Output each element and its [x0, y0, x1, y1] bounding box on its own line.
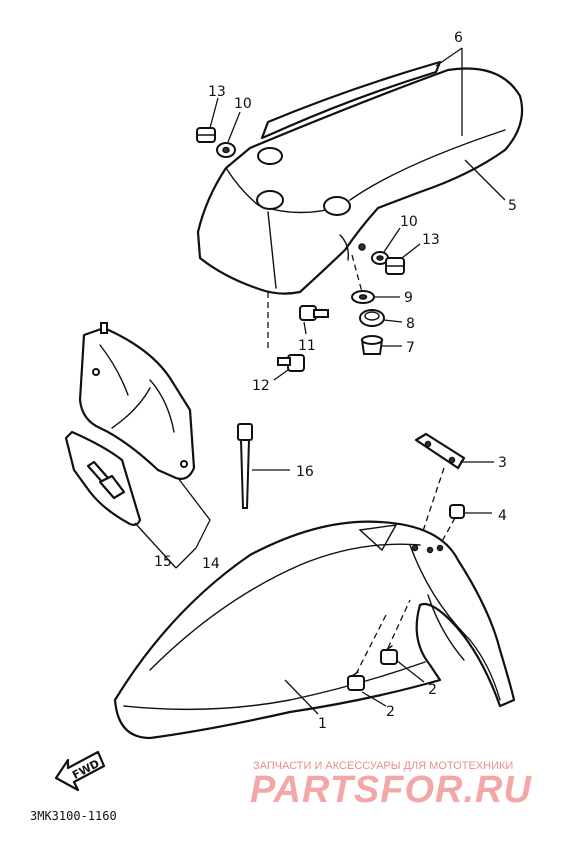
leader-8 — [383, 319, 403, 323]
callout-p6: 6 — [454, 30, 463, 46]
mount-line-2-rear — [387, 599, 411, 649]
callout-p12: 12 — [252, 378, 270, 394]
callout-p7: 7 — [406, 340, 415, 356]
callout-p11: 11 — [298, 338, 316, 354]
callout-p3: 3 — [498, 455, 507, 471]
callout-p2a: 2 — [428, 682, 437, 698]
leader-13-lower — [401, 243, 421, 259]
leader-14 — [177, 477, 211, 549]
callout-p5: 5 — [508, 198, 517, 214]
callout-p10b: 10 — [400, 214, 418, 230]
leader-12 — [273, 369, 289, 381]
fuel-tank-part-5 — [196, 67, 524, 295]
leader-11 — [303, 321, 307, 335]
front-fender-part-1 — [113, 520, 516, 740]
bolt-part-2-front — [347, 671, 365, 691]
callout-p2b: 2 — [386, 704, 395, 720]
leader-5 — [464, 159, 506, 201]
callout-p16: 16 — [296, 464, 314, 480]
leader-2-front — [361, 691, 387, 707]
callout-p13a: 13 — [208, 84, 226, 100]
watermark-tagline: ЗАПЧАСТИ И АКСЕССУАРЫ ДЛЯ МОТОТЕХНИКИ — [253, 760, 513, 772]
cable-tie-part-16 — [237, 423, 253, 509]
forward-arrow-icon: FWD — [54, 750, 106, 792]
leader-1 — [284, 679, 319, 715]
mount-line-2-front — [355, 614, 387, 675]
mount-line-3 — [419, 467, 445, 541]
callout-p13b: 13 — [422, 232, 440, 248]
bolt-part-2-rear — [380, 645, 398, 665]
washer-part-9 — [351, 290, 375, 304]
callout-p9: 9 — [404, 290, 413, 306]
callout-p14: 14 — [202, 556, 220, 572]
diagram-code: 3MK3100-1160 — [30, 809, 117, 823]
collar-part-7 — [360, 335, 384, 355]
bolt-part-11 — [299, 305, 329, 321]
leader-14-join — [175, 547, 197, 569]
mount-line-right — [351, 254, 363, 293]
leader-13-upper — [209, 97, 219, 129]
nut-part-4 — [449, 504, 465, 519]
nut-part-13-upper — [196, 127, 216, 143]
leader-15 — [134, 522, 177, 569]
bracket-part-3 — [414, 432, 466, 470]
washer-part-10-upper — [216, 142, 236, 158]
plate-bracket-part-15 — [64, 430, 142, 526]
nut-part-13-lower — [385, 257, 405, 275]
callout-p10a: 10 — [234, 96, 252, 112]
leader-10-lower — [383, 227, 401, 253]
bolt-part-12 — [277, 354, 305, 372]
watermark-logo: PARTSFOR.RU — [250, 769, 532, 811]
leader-2-rear — [395, 659, 425, 683]
callout-p15: 15 — [154, 554, 172, 570]
callout-p1: 1 — [318, 716, 327, 732]
damper-part-8 — [359, 309, 385, 327]
callout-p8: 8 — [406, 316, 415, 332]
leader-10-upper — [227, 111, 241, 143]
leader-6 — [435, 47, 463, 136]
callout-p4: 4 — [498, 508, 507, 524]
number-plate-part-14 — [78, 322, 196, 480]
